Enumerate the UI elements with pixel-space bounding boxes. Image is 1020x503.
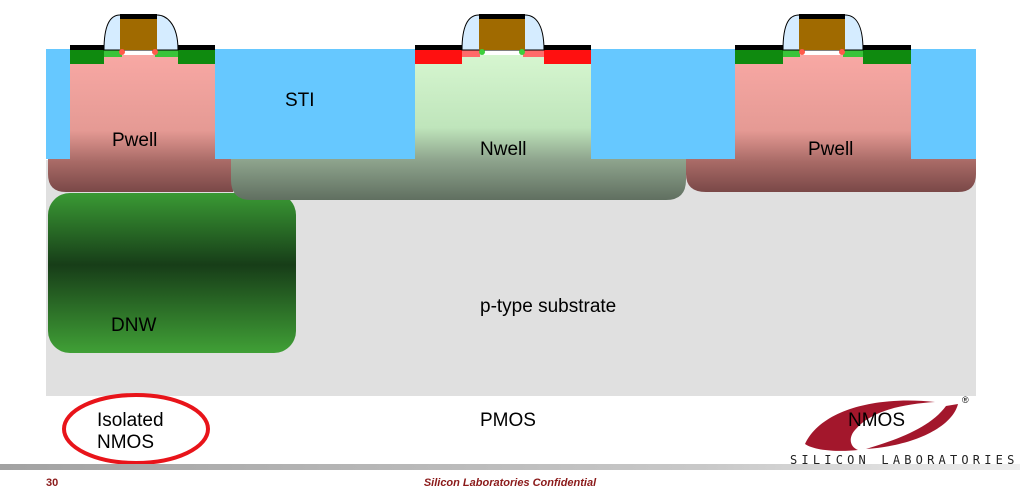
ldd-region [155,50,178,57]
nmos-caption: NMOS [848,410,905,431]
isolated-nmos-caption-line1: Isolated [97,410,164,431]
substrate-label: p-type substrate [480,296,617,317]
silicide-layer [735,45,783,50]
halo-implant [479,49,485,55]
halo-implant [799,49,805,55]
nmos-transistor-right [735,14,911,64]
logo-swoosh [866,404,958,449]
pwell-right-label: Pwell [808,139,854,160]
p-plus-diffusion [415,50,462,64]
gate-silicide [479,14,525,19]
n-plus-diffusion [178,50,215,64]
sti-region [46,49,70,159]
company-name: SILICON LABORATORIES [790,453,1019,467]
n-plus-diffusion [70,50,104,64]
isolated-nmos-caption-line2: NMOS [97,432,154,453]
ldd-region [783,50,800,57]
n-plus-diffusion [735,50,783,64]
sti-label: STI [285,90,315,111]
silicide-layer [70,45,104,50]
ldd-region [104,50,122,57]
halo-implant [152,49,158,55]
gate-poly [799,19,845,50]
gate-poly [120,19,157,50]
highlight-circle [62,393,210,465]
gate-silicide [120,14,157,19]
sti-region [215,49,415,159]
ldd-region [523,50,544,57]
p-plus-diffusion [544,50,591,64]
silicide-layer [863,45,911,50]
pwell-right [686,55,976,192]
silicide-layer [178,45,215,50]
confidential-notice: Silicon Laboratories Confidential [423,477,597,489]
sti-region [591,49,735,159]
halo-implant [119,49,125,55]
pmos-caption: PMOS [480,410,536,431]
nwell-label: Nwell [480,139,527,160]
page-number: 30 [46,477,59,489]
silicon-labs-logo [805,400,958,451]
silicide-layer [544,45,591,50]
nmos-transistor-left [70,14,215,64]
dnw-label: DNW [111,315,157,336]
pwell-left-label: Pwell [112,130,158,151]
halo-implant [519,49,525,55]
n-plus-diffusion [863,50,911,64]
ldd-region [843,50,863,57]
gate-poly [479,19,525,50]
footer-bar [0,464,1020,470]
ldd-region [462,50,480,57]
pwell-left [48,55,233,192]
logo-swoosh [805,400,935,451]
sti-region [911,49,976,159]
gate-silicide [799,14,845,19]
registered-mark: ® [962,395,969,405]
deep-nwell [48,193,296,353]
silicide-layer [415,45,462,50]
pmos-transistor [415,14,591,64]
halo-implant [839,49,845,55]
